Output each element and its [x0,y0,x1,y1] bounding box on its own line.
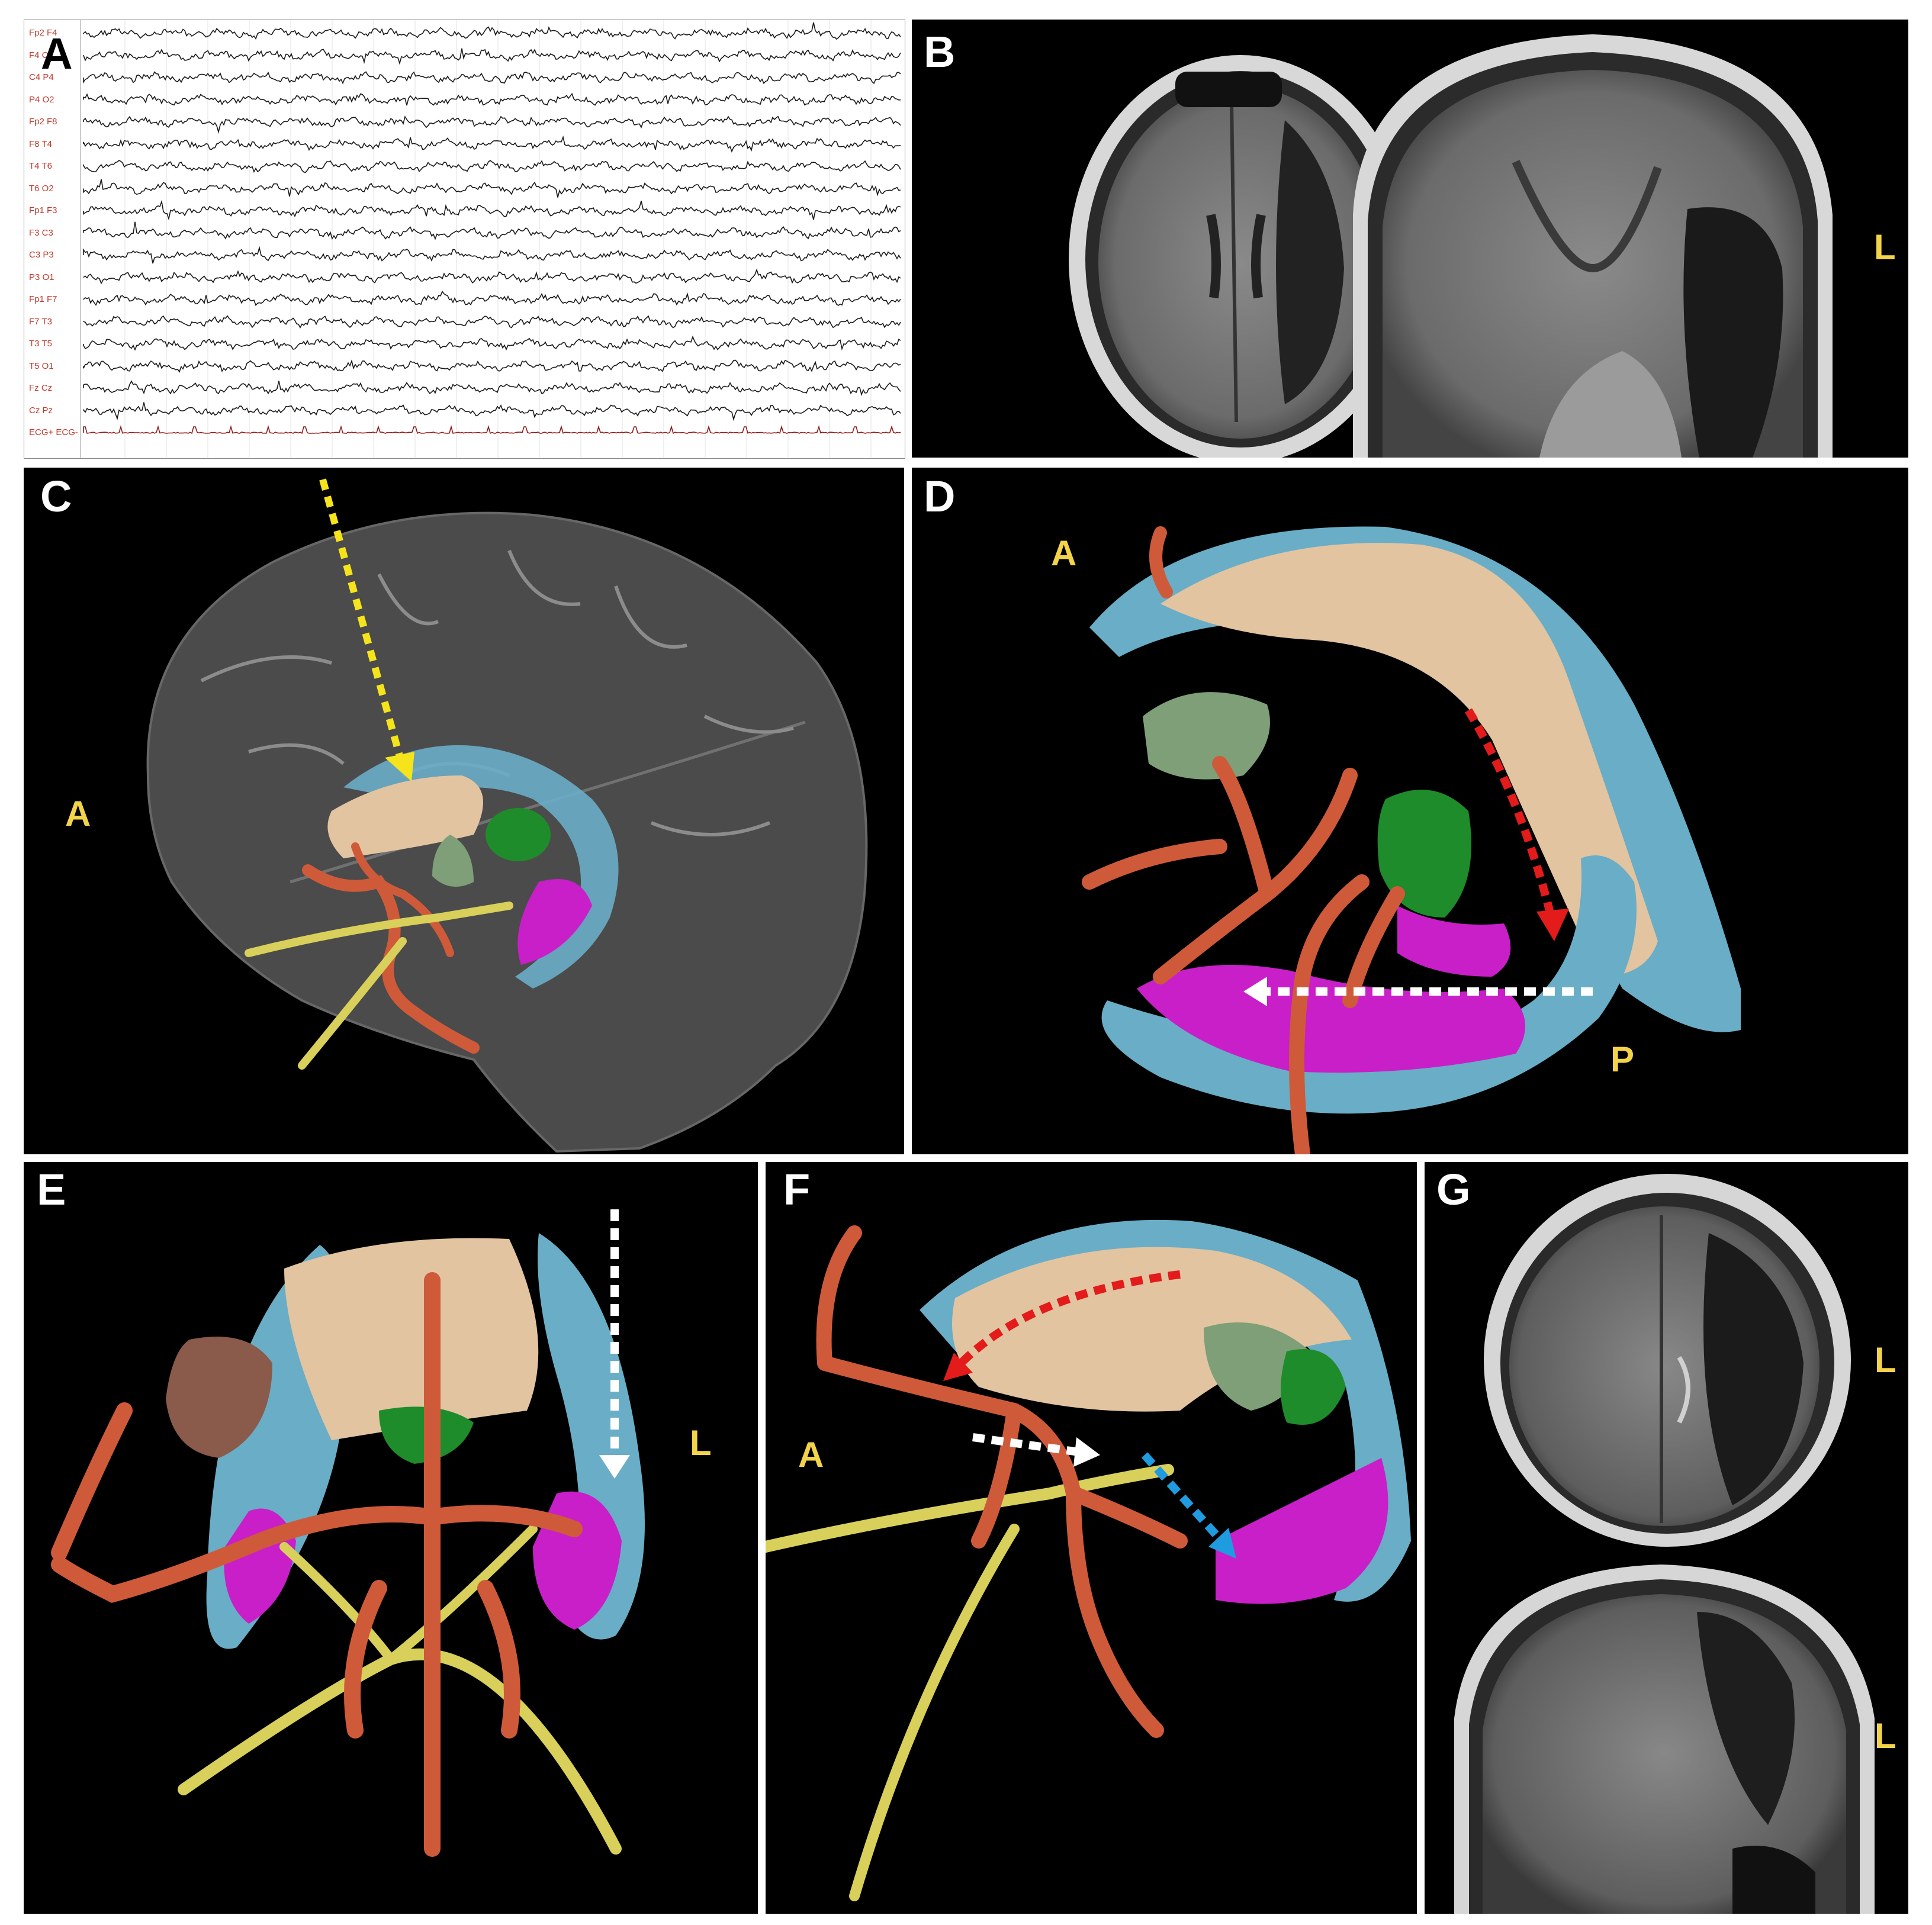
eeg-channel-label: Fz Cz [29,383,53,393]
eeg-channel-label: Fp1 F3 [29,205,57,215]
orientation-label-left-bottom: L [1875,1716,1896,1756]
eeg-trace [83,71,901,85]
eeg-channel-label: F4 C4 [29,50,53,60]
panel-label-d: D [924,472,956,521]
eeg-trace [83,246,901,264]
eeg-channel-label: F8 T4 [29,139,52,149]
eeg-channel-label: T6 O2 [29,183,54,194]
eeg-trace [83,315,901,329]
panel-label-a: A [41,29,73,78]
arrow-white-vertical [599,1209,630,1479]
panel-a-eeg: Fp2 F4 F4 C4 C4 P4 P4 O2 Fp2 F8 F8 T4 T4 T6 T6 … [24,20,905,459]
panel-d-3d-structures: D A P [912,468,1908,1154]
panel-b-mri: B L [912,20,1908,458]
eeg-trace [83,160,901,173]
panel-e-3d-inferior: E L [24,1162,758,1914]
panel-label-g: G [1436,1165,1471,1214]
panel-c-3d-brain: C A [24,468,904,1154]
artery-paths [816,1225,1188,1738]
mri-coronal-slice [1353,34,1833,458]
eeg-channel-label: F3 C3 [29,227,53,238]
orientation-label-anterior: A [1051,533,1077,573]
artery-tree [1082,526,1405,1154]
eeg-trace [83,380,901,397]
mri-postop-images [1454,1174,1875,1914]
panel-label-e: E [37,1165,66,1214]
eeg-trace [83,290,901,307]
arteries-and-nerves [245,842,513,1070]
3d-oblique-rendering [766,1219,1411,1901]
eeg-trace [83,335,901,351]
panel-f-3d-oblique: F A [766,1162,1417,1914]
eeg-trace [83,115,901,134]
eeg-trace-area [80,20,901,458]
eeg-trace [83,221,901,240]
arrow-blue-diagonal [1141,1452,1236,1559]
nerve-paths [766,1464,1174,1901]
arrow-white-horizontal [972,1433,1100,1467]
panel-label-b: B [924,27,956,76]
eeg-trace [83,359,901,373]
orientation-label-anterior: A [798,1435,824,1475]
eeg-channel-label: T5 O1 [29,360,54,371]
eeg-channel-label: Fp1 F7 [29,294,57,304]
mri-axial-slice [1069,55,1412,458]
eeg-channel-label: P3 O1 [29,272,54,282]
orientation-label-left: L [1874,227,1896,267]
eeg-channel-label: C3 P3 [29,250,54,260]
eeg-channel-label: F7 T3 [29,316,52,327]
eeg-trace [83,135,901,153]
surgical-trajectory-arrow [319,478,414,781]
orientation-label-posterior: P [1610,1039,1635,1079]
eeg-trace [83,48,901,65]
3d-brain-rendering [146,478,868,1153]
panel-label-c: C [40,472,72,521]
eeg-trace [83,179,901,198]
artery-paths [51,1272,583,1857]
mri-postop-axial [1484,1174,1851,1547]
arrow-white-horizontal [1243,977,1593,1006]
eeg-trace [83,268,901,285]
eeg-channel-label: T3 T5 [29,339,52,349]
eeg-trace [83,199,901,221]
mri-preop-images [1069,34,1833,458]
nerve-paths [178,1524,622,1855]
eeg-channel-label: Cz Pz [29,405,53,416]
3d-inferior-rendering [51,1209,645,1857]
eeg-channel-label: P4 O2 [29,94,54,105]
ecg-trace [83,425,901,434]
eeg-trace [83,92,901,106]
eeg-trace [83,402,901,421]
eeg-channel-label: Fp2 F4 [29,28,57,38]
panel-g-postop-mri: G L L [1425,1162,1908,1914]
orientation-label-anterior: A [65,794,91,833]
arrow-red-curved [943,1270,1181,1381]
orientation-label-left: L [690,1423,712,1463]
eeg-channel-label: C4 P4 [29,72,54,82]
panel-label-f: F [783,1165,811,1214]
orientation-label-left-top: L [1875,1340,1896,1380]
eeg-trace [83,22,901,40]
eeg-channel-label: T4 T6 [29,161,52,171]
3d-limbic-rendering [1082,526,1741,1154]
eeg-channel-label: ECG+ ECG- [29,427,78,437]
arrow-red-curved [1464,708,1569,941]
eeg-channel-label: Fp2 F8 [29,117,57,127]
deep-structures [327,745,619,989]
mri-postop-coronal [1454,1565,1875,1914]
